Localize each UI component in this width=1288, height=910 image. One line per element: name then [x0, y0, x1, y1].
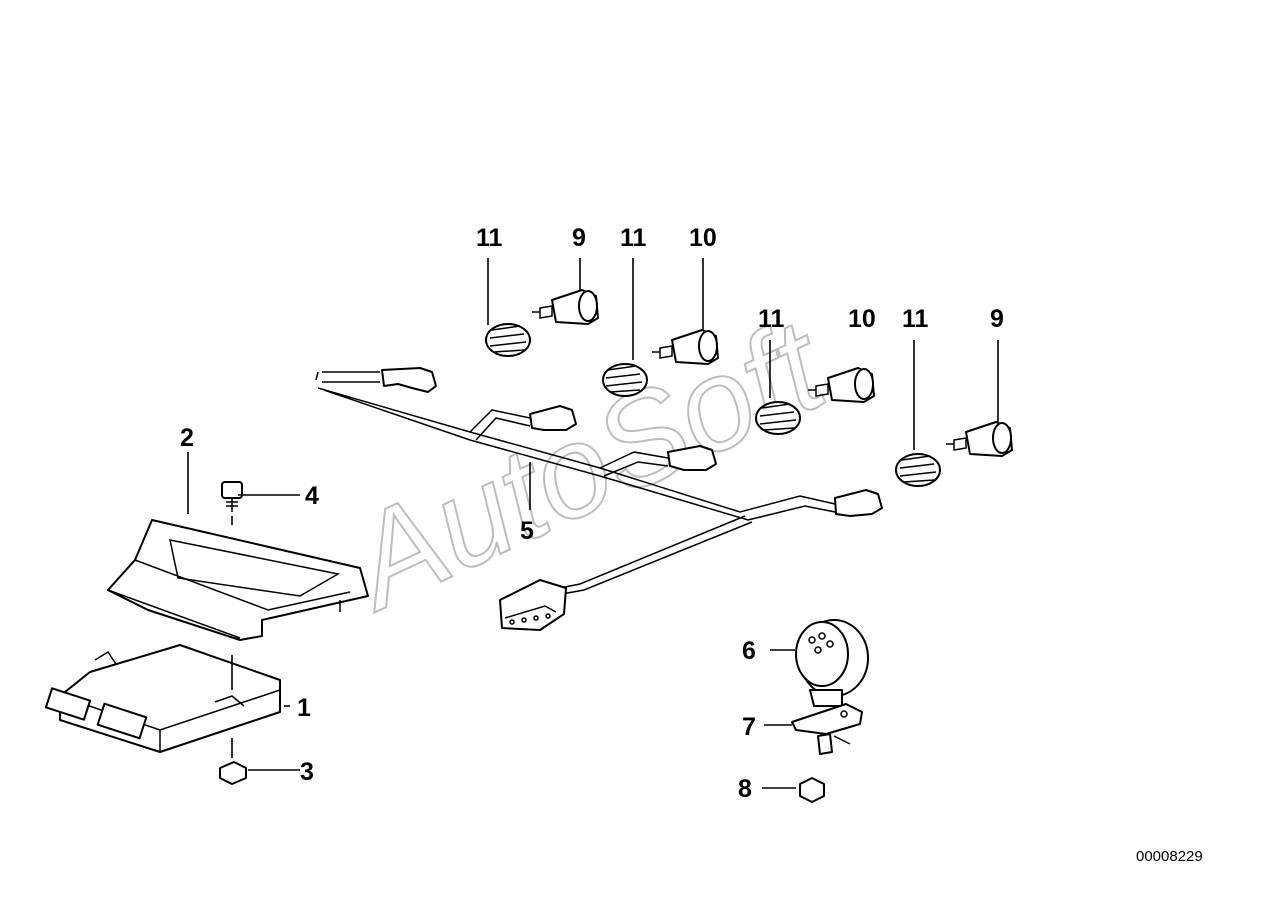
callout-3: 3: [300, 758, 314, 786]
sensor-part-10b: [808, 367, 875, 403]
callout-10b: 10: [848, 305, 876, 333]
sensor-part-10a: [652, 258, 719, 365]
bolt-part-4: [221, 481, 300, 512]
callout-2: 2: [180, 424, 194, 452]
grommet-part-11d: [895, 340, 941, 487]
bracket-part-2: [107, 519, 369, 641]
nut-part-3: [219, 761, 300, 785]
callout-5: 5: [520, 517, 534, 545]
callout-1: 1: [297, 694, 311, 722]
control-unit-part-1: [44, 644, 281, 753]
document-number: 00008229: [1136, 848, 1203, 865]
wiring-harness-part-5: [315, 367, 883, 631]
callout-9a: 9: [572, 224, 586, 252]
callout-4: 4: [305, 482, 319, 510]
callout-11b: 11: [620, 224, 647, 252]
callout-7: 7: [742, 713, 756, 741]
callout-11a: 11: [476, 224, 503, 252]
grommet-part-11a: [485, 258, 531, 357]
callout-10a: 10: [689, 224, 717, 252]
callout-11d: 11: [902, 305, 929, 333]
callout-6: 6: [742, 637, 756, 665]
grommet-part-11b: [602, 258, 648, 397]
callout-8: 8: [738, 775, 752, 803]
nut-part-8: [762, 777, 825, 803]
holder-part-7: [764, 703, 863, 755]
sensor-part-9b: [946, 340, 1013, 457]
grommet-part-11c: [755, 340, 801, 435]
sensor-part-9a: [532, 258, 599, 325]
buzzer-part-6: [770, 619, 869, 707]
callout-9b: 9: [990, 305, 1004, 333]
callout-11c: 11: [758, 305, 785, 333]
